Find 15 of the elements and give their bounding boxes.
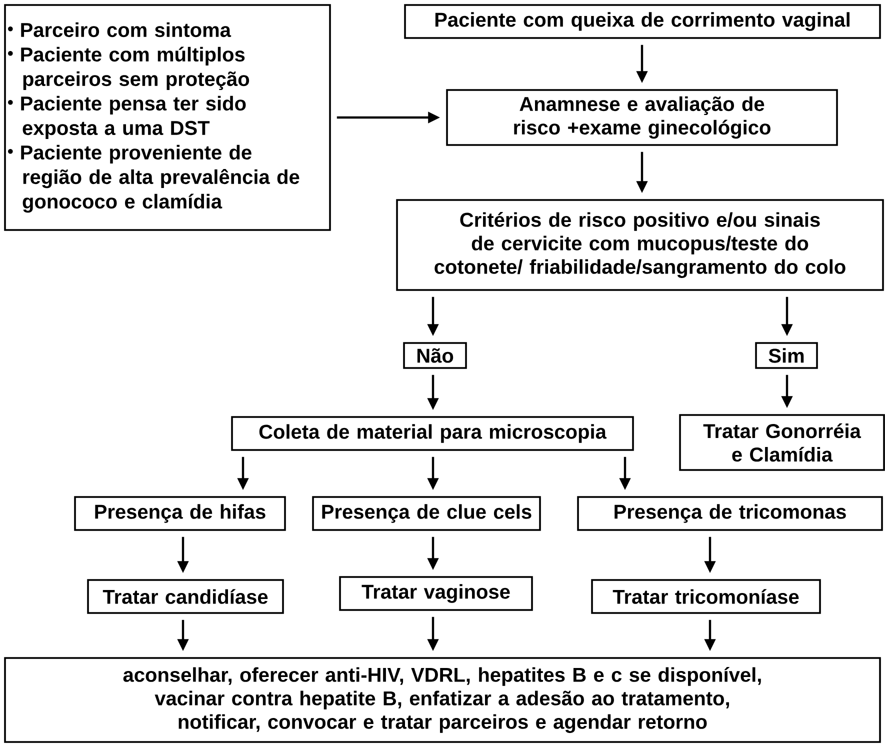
process-box: Tratar tricomoníase [591, 579, 821, 614]
action-box: aconselhar, oferecer anti-HIV, VDRL, hepatites B e c se disponível, vacinar contra hepatite B, enfatizar a adesão ao tratamento, notificar, convocar e tratar parceiros e agendar retorno [4, 657, 881, 743]
bullet-list-box: Parceiro com sintoma Paciente com múltiplos parceiros sem proteção Paciente pensa ter sido exposta a uma DST Paciente proveniente de região de alta prevalência de gonococo e clamídia [4, 4, 331, 231]
answer-box: Não [403, 342, 467, 369]
answer-box: Sim [755, 342, 818, 369]
process-box: Anamnese e avaliação de risco +exame ginecológico [446, 89, 838, 146]
process-box: Presença de tricomonas [577, 496, 883, 531]
process-box: Paciente com queixa de corrimento vaginal [404, 4, 881, 39]
process-box: Coleta de material para microscopia [231, 416, 634, 451]
process-box: Tratar vaginose [339, 576, 533, 611]
process-box: Critérios de risco positivo e/ou sinais de cervicite com mucopus/teste do cotonete/ friabilidade/sangramento do colo [396, 199, 884, 291]
process-box: Tratar Gonorréia e Clamídia [679, 414, 885, 471]
process-box: Presença de hifas [74, 496, 286, 531]
process-box: Presença de clue cels [312, 496, 541, 531]
process-box: Tratar candidíase [87, 579, 284, 614]
